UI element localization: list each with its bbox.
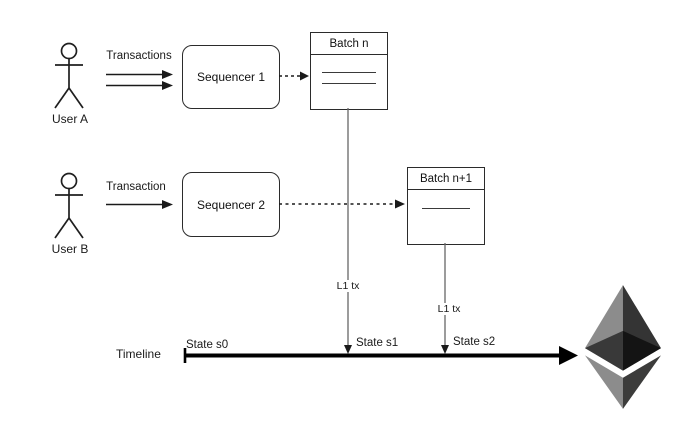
user-a-actor-icon [54, 42, 84, 109]
transactions-label: Transactions [106, 50, 172, 62]
user-b-actor-icon [54, 172, 84, 239]
batch-n-node: Batch n [310, 32, 388, 110]
seq1-to-batchn-dashed-arrow [279, 71, 309, 81]
state-s2-label: State s2 [453, 336, 496, 348]
eth-facet-bottom-right [622, 355, 661, 409]
batch-n1-body [408, 190, 484, 244]
transaction-arrow-icon [106, 200, 173, 209]
timeline-arrow [183, 346, 578, 365]
state-s1-label: State s1 [356, 337, 399, 349]
eth-facet-inner-left [585, 330, 623, 371]
seq2-to-batchn1-dashed-arrow [279, 199, 405, 209]
transactions-arrows-icon [106, 70, 173, 90]
sequencer-2-node: Sequencer 2 [182, 172, 280, 237]
eth-facet-inner-right [622, 330, 661, 371]
batch-n1-title: Batch n+1 [408, 168, 484, 190]
transaction-label: Transaction [106, 181, 166, 193]
sequencer-1-label: Sequencer 1 [196, 70, 266, 84]
sequencer-2-label: Sequencer 2 [196, 197, 266, 212]
batch-n-record-line [322, 72, 376, 73]
user-b-label: User B [51, 242, 89, 256]
l1-tx-label-1: L1 tx [330, 280, 366, 292]
l1-tx-label-2: L1 tx [431, 303, 467, 315]
batch-n-body [311, 55, 387, 109]
batch-n-record-line [322, 83, 376, 84]
batch-n1-record-line [422, 208, 470, 209]
sequencer-1-node: Sequencer 1 [182, 45, 280, 109]
batchn-l1tx-connector [344, 108, 352, 354]
batchn1-l1tx-connector [441, 243, 449, 354]
batch-n1-node: Batch n+1 [407, 167, 485, 245]
state-s0-label: State s0 [186, 339, 229, 351]
batch-n-title: Batch n [311, 33, 387, 55]
timeline-label: Timeline [116, 347, 161, 361]
ethereum-logo [585, 285, 661, 409]
user-a-label: User A [51, 112, 88, 126]
